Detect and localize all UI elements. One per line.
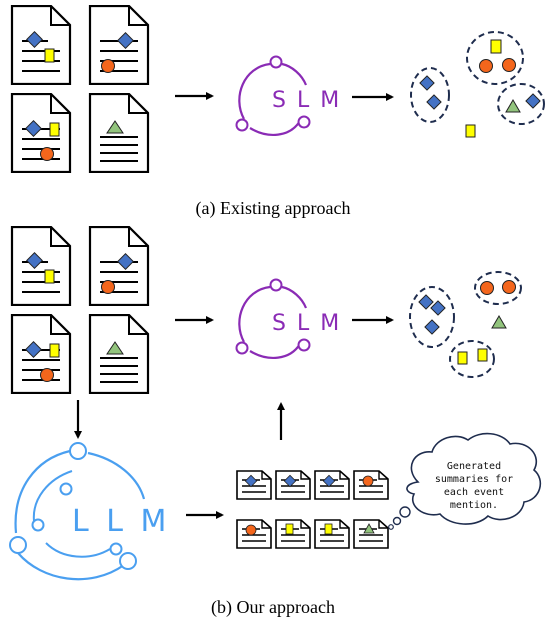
slm-label-b: S L M [272, 311, 341, 336]
cloud-line-4: mention. [450, 500, 498, 511]
cloud-line-3: each event [444, 487, 504, 498]
summary-doc-1 [236, 470, 272, 500]
clusters-ours [409, 271, 522, 378]
clusters-existing [410, 31, 545, 138]
slm-label: S L M [272, 88, 341, 113]
caption-our-approach: (b) Our approach [211, 597, 335, 617]
summary-documents [236, 470, 389, 549]
cloud-line-2: summaries for [435, 474, 513, 485]
document-4 [88, 93, 150, 173]
summary-doc-8 [353, 519, 389, 549]
thought-cloud: Generated summaries for each event menti… [388, 432, 542, 530]
summary-doc-3 [314, 470, 350, 500]
document-5 [10, 226, 72, 306]
summary-doc-4 [353, 470, 389, 500]
cloud-line-1: Generated [447, 461, 501, 472]
document-2 [88, 5, 150, 85]
summary-doc-2 [275, 470, 311, 500]
document-3 [10, 93, 72, 173]
llm-label: L L M [72, 504, 170, 539]
slm-logo: S L M [235, 55, 341, 136]
llm-logo: L L M [9, 442, 170, 581]
document-1 [10, 5, 72, 85]
summary-doc-5 [236, 519, 272, 549]
our-approach-panel: S L M [9, 226, 542, 581]
document-7 [10, 314, 72, 394]
existing-approach-panel: S L M [10, 5, 545, 173]
document-6 [88, 226, 150, 306]
document-8 [88, 314, 150, 394]
slm-logo-b: S L M [235, 278, 341, 359]
caption-existing-approach: (a) Existing approach [195, 198, 351, 218]
summary-doc-7 [314, 519, 350, 549]
summary-doc-6 [275, 519, 311, 549]
